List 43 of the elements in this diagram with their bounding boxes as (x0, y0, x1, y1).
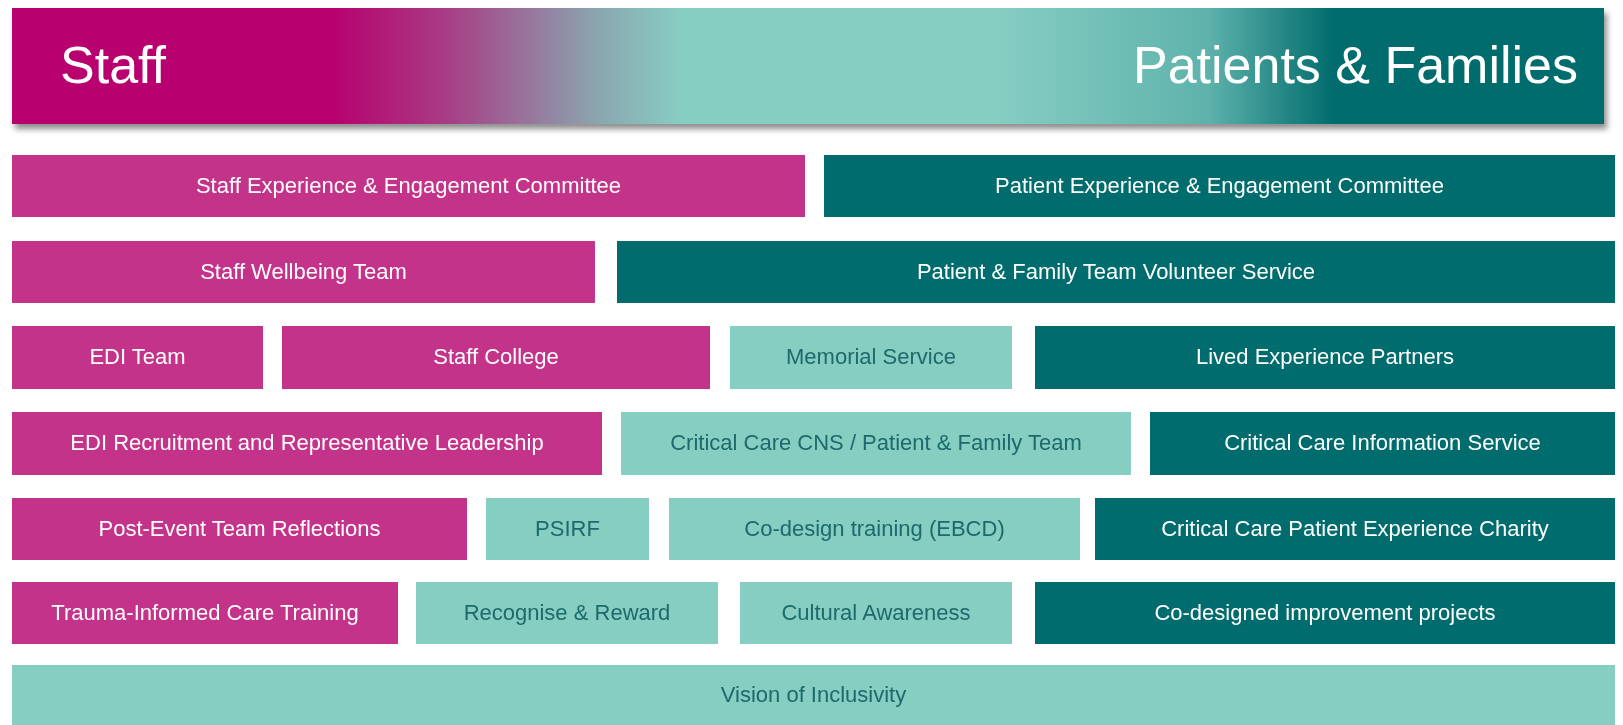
header-banner (12, 8, 1604, 124)
label-text: Critical Care CNS / Patient & Family Team (669, 431, 1083, 456)
category-box (12, 155, 805, 217)
category-box (617, 241, 1615, 303)
category-box (282, 326, 710, 389)
category-box (1150, 412, 1615, 475)
category-box (1095, 498, 1615, 560)
label-text: Critical Care Information Service (1223, 431, 1542, 456)
category-box (730, 326, 1012, 389)
label-text: Recognise & Reward (462, 600, 672, 626)
category-box (486, 498, 649, 560)
category-box (669, 498, 1080, 560)
label-text: EDI Team (88, 345, 187, 370)
label-text: Cultural Awareness (780, 600, 972, 626)
label-text: Post-Event Team Reflections (97, 516, 382, 542)
category-box (1035, 326, 1615, 389)
category-box (12, 241, 595, 303)
label-text: Vision of Inclusivity (719, 682, 908, 708)
label-text: Staff Wellbeing Team (199, 259, 408, 285)
category-box (12, 498, 467, 560)
category-box (621, 412, 1131, 475)
label-text: Critical Care Patient Experience Charity (1160, 516, 1550, 542)
label-text: EDI Recruitment and Representative Leadership (69, 431, 545, 456)
label-text: Memorial Service (785, 345, 957, 370)
label-text: Staff College (432, 345, 560, 370)
label-text: Staff Experience & Engagement Committee (194, 173, 623, 199)
label-text: Patient & Family Team Volunteer Service (915, 259, 1317, 285)
label-text: Patient Experience & Engagement Committee (994, 173, 1445, 199)
label-text: Co-designed improvement projects (1153, 600, 1497, 626)
category-box (740, 582, 1012, 644)
category-box (1035, 582, 1615, 644)
label-text: Trauma-Informed Care Training (50, 600, 360, 626)
label-text: Patients & Families (1131, 37, 1579, 95)
label-text: Co-design training (EBCD) (743, 516, 1006, 542)
label-text: Staff (59, 37, 167, 95)
label-text: Lived Experience Partners (1195, 345, 1455, 370)
category-box (12, 326, 263, 389)
label-text: PSIRF (534, 516, 601, 542)
category-box (12, 582, 398, 644)
category-box (12, 412, 602, 475)
category-box (416, 582, 718, 644)
category-box (824, 155, 1615, 217)
category-box (12, 665, 1615, 725)
